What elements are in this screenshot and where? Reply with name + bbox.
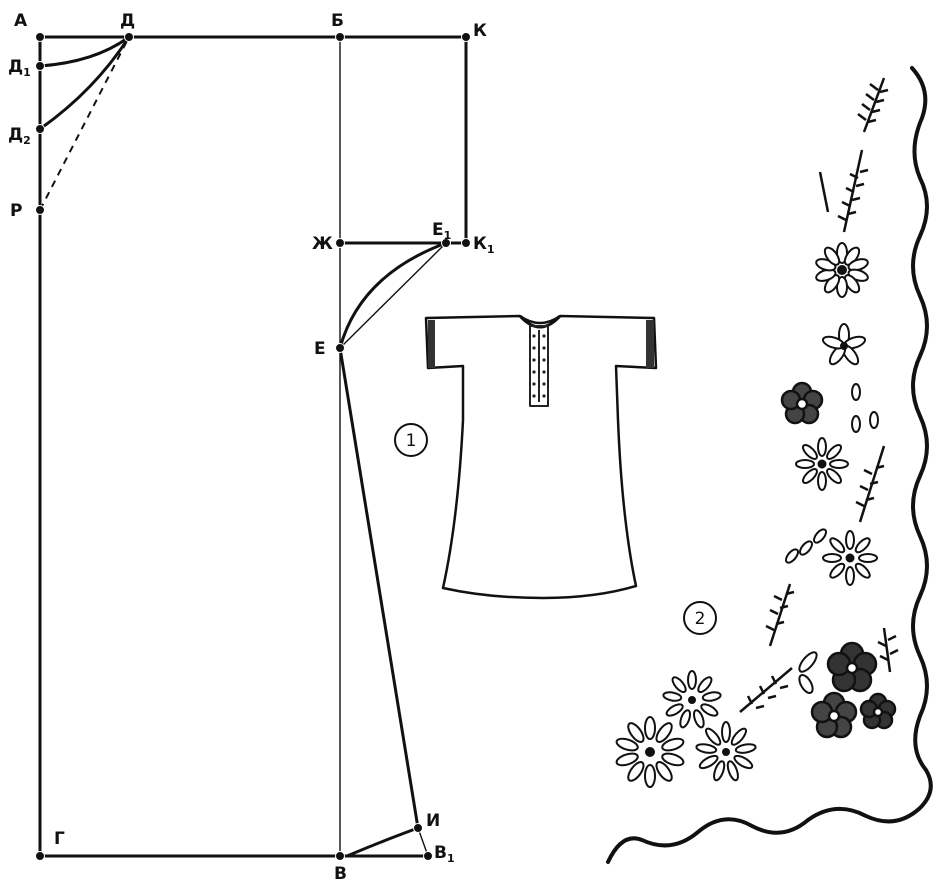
label-d1: Д1 — [8, 57, 31, 79]
pattern-draft — [38, 35, 468, 858]
figure-number-1: 1 — [394, 423, 428, 457]
point-e — [335, 343, 345, 353]
daisy-flower-bottom-c — [695, 721, 757, 782]
construction-points — [35, 32, 471, 861]
figure-number-2: 2 — [683, 601, 717, 635]
placket-embroidery — [529, 325, 549, 407]
line-side-seam — [338, 347, 420, 829]
point-d — [124, 32, 134, 42]
rose-flower-lower — [810, 691, 858, 739]
point-r — [35, 205, 45, 215]
point-i — [413, 823, 423, 833]
label-d2: Д2 — [8, 125, 31, 147]
label-k: К — [473, 21, 487, 41]
point-zh — [335, 238, 345, 248]
label-k1: К1 — [473, 234, 495, 256]
wheat-sprigs — [739, 77, 899, 713]
label-i: И — [426, 811, 440, 831]
scattered-leaves — [785, 383, 879, 695]
neck-curve-back — [39, 35, 130, 68]
daisy-flower-top — [815, 242, 869, 298]
daisy-flower-lower — [822, 530, 878, 586]
point-g — [35, 851, 45, 861]
placket-stitches — [532, 334, 546, 398]
point-v1 — [423, 851, 433, 861]
daisy-flower-bottom-a — [662, 670, 722, 729]
label-a: А — [14, 11, 28, 31]
daisy-flower-bottom-b — [615, 716, 685, 788]
armhole-curve — [338, 241, 447, 349]
point-d1 — [35, 61, 45, 71]
label-zh: Ж — [312, 234, 333, 254]
shirt-outline — [424, 314, 658, 600]
shirt-illustration — [424, 314, 658, 600]
neck-curve-front — [39, 36, 131, 131]
point-v — [335, 851, 345, 861]
point-labels: А Д Б К Д1 Д2 Р Ж Е1 К1 Е И Г В В1 — [8, 11, 495, 884]
label-e: Е — [314, 339, 326, 359]
figure-number-2-text: 2 — [695, 609, 706, 629]
embroidery-corner: 2 — [606, 66, 933, 864]
neck-dashed-guide — [39, 36, 130, 211]
star-flower — [821, 323, 867, 366]
point-k1 — [461, 238, 471, 248]
label-d: Д — [120, 11, 135, 31]
point-k — [461, 32, 471, 42]
label-r: Р — [10, 201, 22, 221]
label-v1: В1 — [434, 843, 455, 865]
hem-curve — [346, 826, 419, 858]
label-g: Г — [54, 829, 65, 849]
point-a — [35, 32, 45, 42]
rose-flower-upper — [780, 381, 824, 425]
line-armhole-chord — [339, 242, 447, 349]
figure-number-1-text: 1 — [406, 431, 417, 451]
label-v: В — [334, 864, 347, 884]
rose-flower-small — [859, 692, 897, 730]
scalloped-edge — [606, 66, 933, 864]
daisy-flower-middle — [795, 437, 849, 491]
rose-flower-right — [826, 641, 878, 693]
point-e1 — [441, 238, 451, 248]
point-d2 — [35, 124, 45, 134]
label-e1: Е1 — [432, 220, 451, 242]
label-b: Б — [331, 11, 344, 31]
point-b — [335, 32, 345, 42]
sleeve-cuff-embroidery — [428, 320, 654, 368]
